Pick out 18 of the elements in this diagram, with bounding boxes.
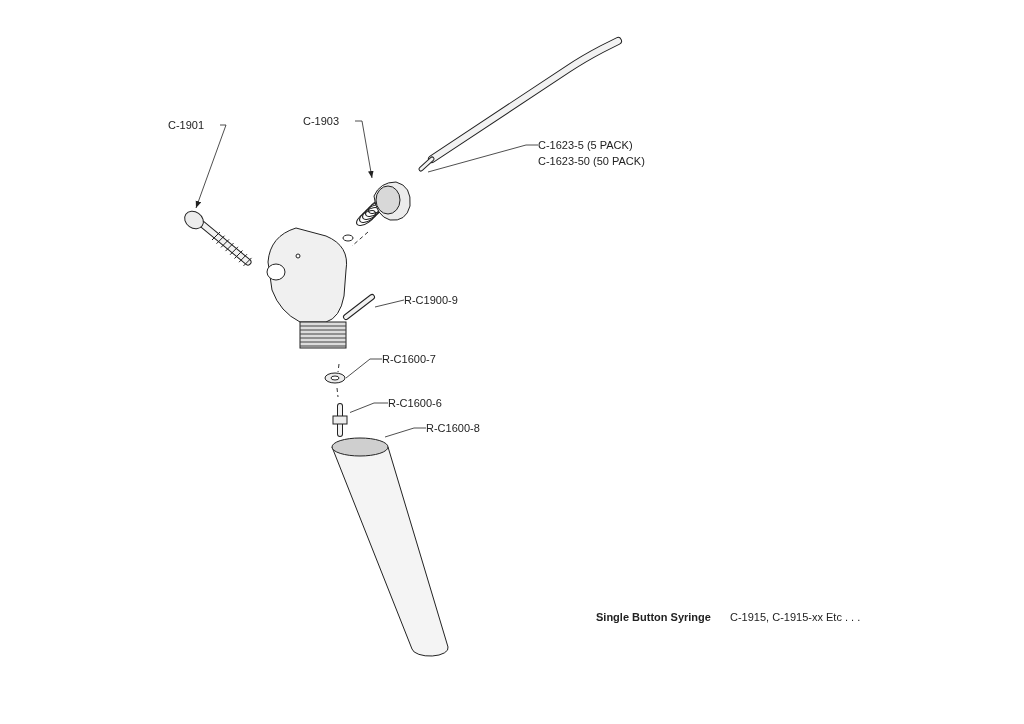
part-number: C-1901 <box>168 117 220 133</box>
pin-drawing <box>343 294 375 320</box>
model-numbers: C-1915, C-1915-xx Etc . . . <box>730 611 861 623</box>
title: Single Button Syringe <box>596 611 711 623</box>
part-number: R-C1600-7 <box>382 351 464 367</box>
leader-line <box>345 358 383 379</box>
part-number: C-1623-5 (5 PACK) <box>538 138 634 153</box>
part-number: C-1903 <box>303 113 355 129</box>
part-number: R-C1600-8 <box>426 420 508 436</box>
part-number: C-1623-50 (50 PACK) <box>538 154 646 169</box>
leader-line <box>384 427 427 438</box>
part-number: R-C1900-9 <box>404 292 486 308</box>
nipple-fitting-drawing <box>330 404 350 438</box>
leader-line <box>427 144 539 173</box>
leader-line <box>349 402 389 413</box>
washer-drawing <box>324 372 346 384</box>
part-number: R-C1600-6 <box>388 395 470 411</box>
leader-line <box>374 299 405 308</box>
